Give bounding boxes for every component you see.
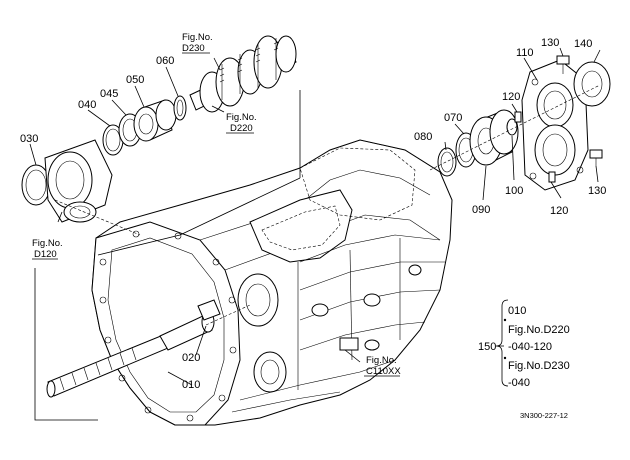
callout-120-lower: 120 [550,205,568,217]
callout-130-lower: 130 [588,185,606,197]
legend-line-2: Fig.No.D220 [508,324,570,336]
callout-110: 110 [516,47,534,59]
callout-130-upper: 130 [541,37,559,49]
fig-ref-c110xx-label: Fig.No. [366,355,397,366]
gear-shaft-assembly [189,35,297,113]
callout-040: 040 [78,99,96,111]
transmission-case [91,139,453,426]
legend-line-1: 010 [508,305,526,317]
legend-line-4: Fig.No.D230 [508,360,570,372]
oring-100 [506,118,518,136]
legend-line-3: -040-120 [508,341,552,353]
fig-ref-c110xx-code: C110XX [366,366,401,377]
fig-ref-d220-code: D220 [230,123,253,134]
callout-060: 060 [156,55,174,67]
callout-020: 020 [182,352,200,364]
callout-080: 080 [414,131,432,143]
callout-140: 140 [574,38,592,50]
cover-group-d120 [44,139,141,236]
callout-045: 045 [100,88,118,100]
part-callouts: 010 020 030 040 045 050 060 070 080 090 … [20,37,606,391]
pin-120-lower [548,171,556,183]
callout-070: 070 [444,112,462,124]
pin-120-upper [514,111,522,123]
fig-ref-d230-label: Fig.No. [182,32,213,43]
snap-ring-060 [173,95,187,121]
fig-ref-d230-code: D230 [182,43,205,54]
callout-090: 090 [472,204,490,216]
callout-010: 010 [182,379,200,391]
bearing-140 [573,61,611,107]
leader-lines [29,47,601,386]
legend-number: 150 [478,341,496,353]
shaft-parts-frame [34,90,301,421]
fig-ref-d120-code: D120 [34,249,57,260]
fig-ref-d220-label: Fig.No. [226,112,257,123]
bolt-130-bottom [589,149,603,166]
callout-050: 050 [126,74,144,86]
input-shaft [46,299,251,398]
drawing-code: 3N300-227-12 [520,411,568,420]
callout-120-upper: 120 [502,91,520,103]
bearing-050 [133,99,177,142]
bearing-holder-110 [521,59,589,191]
assembly-legend: 150 010 Fig.No.D220 -040-120 Fig.No.D230… [478,299,570,389]
callout-030: 030 [20,133,38,145]
right-axis-line [429,84,601,171]
fig-ref-d120-label: Fig.No. [32,238,63,249]
bearing-090 [469,109,519,166]
seal-080 [437,147,457,177]
callout-100: 100 [505,185,523,197]
figure-references: Fig.No. D230 Fig.No. D220 Fig.No. D120 F… [32,32,401,377]
legend-line-5: -040 [508,377,530,389]
